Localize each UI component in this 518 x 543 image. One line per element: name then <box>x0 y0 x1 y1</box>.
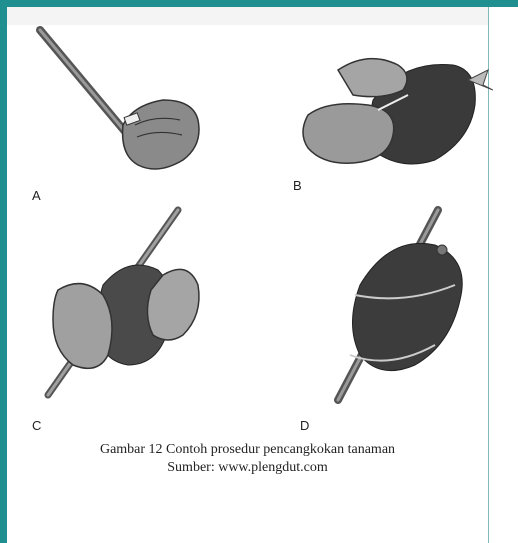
panel-d-image <box>320 205 480 405</box>
cutting-bark-illustration <box>25 25 215 180</box>
panel-c-image <box>38 205 228 405</box>
panel-b-image <box>268 40 493 180</box>
panel-a-image <box>25 25 215 180</box>
panel-a-label: A <box>32 188 41 203</box>
figure-caption: Gambar 12 Contoh prosedur pencangkokan t… <box>7 441 488 458</box>
panel-d-label: D <box>300 418 309 433</box>
tied-graft-illustration <box>320 205 480 405</box>
panel-b-label: B <box>293 178 302 193</box>
panel-c-label: C <box>32 418 41 433</box>
filling-bag-illustration <box>268 40 493 180</box>
figure-source: Sumber: www.plengdut.com <box>7 459 488 476</box>
wrapping-branch-illustration <box>38 205 228 405</box>
top-strip <box>7 7 488 25</box>
